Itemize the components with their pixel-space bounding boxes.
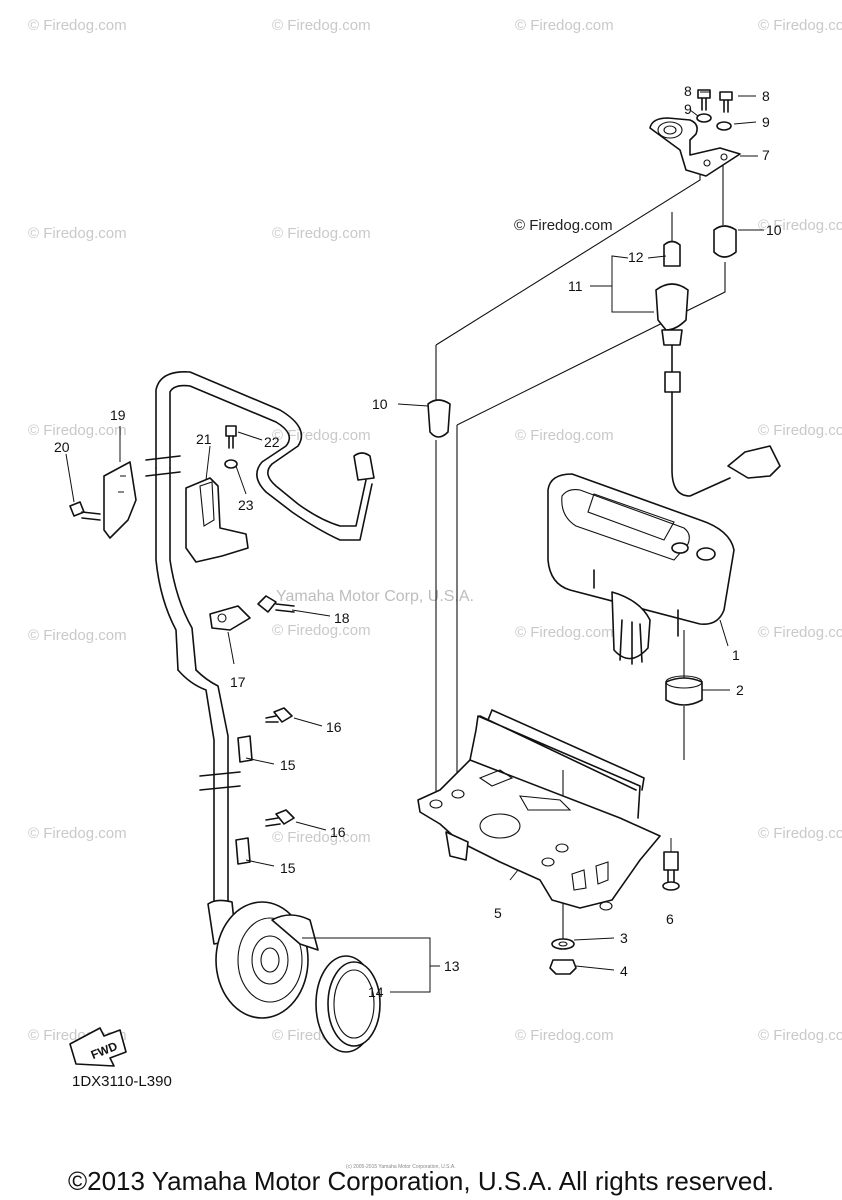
callout-6: 6 bbox=[666, 911, 674, 927]
copyright-text: ©2013 Yamaha Motor Corporation, U.S.A. A… bbox=[68, 1166, 774, 1196]
bulb-socket-assembly bbox=[427, 225, 781, 497]
watermark: © Firedog.com bbox=[758, 624, 842, 641]
callout-19: 19 bbox=[110, 407, 126, 423]
callout-16a: 16 bbox=[326, 719, 342, 735]
callout-16b: 16 bbox=[330, 824, 346, 840]
callout-3: 3 bbox=[620, 930, 628, 946]
callout-21: 21 bbox=[196, 431, 212, 447]
callout-9a: 9 bbox=[684, 101, 692, 117]
callout-1: 1 bbox=[732, 647, 740, 663]
watermark: © Firedog.com bbox=[272, 17, 371, 34]
bracket-assembly bbox=[649, 89, 741, 177]
watermark: © Firedog.com bbox=[758, 825, 842, 842]
watermark: © Firedog.com bbox=[515, 17, 614, 34]
connection-lines bbox=[435, 162, 726, 940]
watermark: © Firedog.com bbox=[28, 17, 127, 34]
callout-8b: 8 bbox=[762, 88, 770, 104]
callout-2: 2 bbox=[736, 682, 744, 698]
cable-assembly bbox=[69, 371, 375, 945]
watermark: © Firedog.com bbox=[28, 422, 127, 439]
meter-assembly bbox=[547, 473, 735, 665]
callout-8a: 8 bbox=[684, 83, 692, 99]
callout-22: 22 bbox=[264, 434, 280, 450]
gear-unit-part-13-14 bbox=[215, 901, 381, 1053]
callout-14: 14 bbox=[368, 984, 384, 1000]
center-watermark: © Firedog.com bbox=[514, 217, 613, 234]
watermark: © Firedog.com bbox=[758, 217, 842, 234]
fasteners-part-3-4-6 bbox=[549, 851, 680, 975]
callout-15b: 15 bbox=[280, 860, 296, 876]
watermark: © Firedog.com bbox=[272, 829, 371, 846]
watermark: © Firedog.com bbox=[272, 225, 371, 242]
watermark: © Firedog.com bbox=[758, 17, 842, 34]
callout-20: 20 bbox=[54, 439, 70, 455]
watermark: © Firedog.com bbox=[758, 422, 842, 439]
callout-10b: 10 bbox=[372, 396, 388, 412]
diagram-code: 1DX3110-L390 bbox=[72, 1073, 172, 1090]
watermark: © Firedog.com bbox=[272, 427, 371, 444]
callout-5: 5 bbox=[494, 905, 502, 921]
callout-9b: 9 bbox=[762, 114, 770, 130]
fine-print: (c) 2005-2015 Yamaha Motor Corporation, … bbox=[346, 1164, 456, 1170]
watermark: © Firedog.com bbox=[272, 622, 371, 639]
callout-numbers: 1 2 3 4 5 6 7 8 8 9 9 10 10 11 12 13 14 … bbox=[54, 83, 782, 1000]
watermark: © Firedog.com bbox=[515, 1027, 614, 1044]
watermark: © Firedog.com bbox=[515, 624, 614, 641]
watermark: © Firedog.com bbox=[28, 825, 127, 842]
callout-13: 13 bbox=[444, 958, 460, 974]
callout-18: 18 bbox=[334, 610, 350, 626]
watermark: © Firedog.com bbox=[515, 427, 614, 444]
grommet-part-2 bbox=[665, 675, 703, 706]
leader-lines bbox=[65, 91, 764, 993]
watermark-grid: © Firedog.com © Firedog.com © Firedog.co… bbox=[28, 17, 842, 1044]
callout-11: 11 bbox=[568, 278, 583, 294]
corp-watermark: Yamaha Motor Corp, U.S.A. bbox=[276, 588, 474, 605]
callout-23: 23 bbox=[238, 497, 254, 513]
watermark: © Firedog.com bbox=[28, 627, 127, 644]
callout-12: 12 bbox=[628, 249, 644, 265]
callout-17: 17 bbox=[230, 674, 246, 690]
frame-part-5 bbox=[417, 709, 661, 911]
callout-10a: 10 bbox=[766, 222, 782, 238]
callout-7: 7 bbox=[762, 147, 770, 163]
watermark: © Firedog.com bbox=[28, 225, 127, 242]
fwd-arrow-icon: FWD bbox=[69, 1027, 127, 1067]
callout-15a: 15 bbox=[280, 757, 296, 773]
watermark: © Firedog.com bbox=[758, 1027, 842, 1044]
callout-4: 4 bbox=[620, 963, 628, 979]
